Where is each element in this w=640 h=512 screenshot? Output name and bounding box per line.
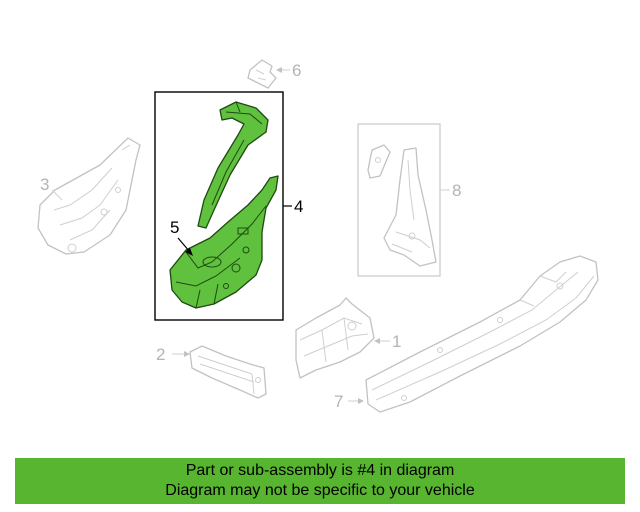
part-4-pillar-assembly[interactable] [169,101,279,309]
info-banner: Part or sub-assembly is #4 in diagram Di… [15,458,625,504]
callout-1-leader [374,338,390,344]
callout-2-leader [172,351,190,357]
banner-line-2: Diagram may not be specific to your vehi… [165,482,475,499]
part-8-inset[interactable] [357,123,441,277]
banner-line-1: Part or sub-assembly is #4 in diagram [185,462,455,479]
callout-3: 3 [40,175,49,194]
callout-7-leader [348,398,364,404]
callout-5-leader [177,237,193,256]
callout-7: 7 [334,392,343,411]
callout-2: 2 [156,345,165,364]
callout-3-leader [51,189,63,201]
part-1-bracket[interactable] [295,297,375,379]
part-7-rocker[interactable] [365,255,599,413]
callout-4: 4 [294,197,303,216]
callout-5: 5 [170,218,179,237]
part-3-panel[interactable] [37,137,141,255]
part-2-plate[interactable] [189,345,267,399]
parts-diagram: 6 3 4 5 [37,59,599,413]
callout-6: 6 [292,61,301,80]
part-6-bracket[interactable] [247,59,277,89]
callout-8: 8 [452,181,461,200]
callout-1: 1 [392,332,401,351]
callout-6-leader [276,67,290,73]
